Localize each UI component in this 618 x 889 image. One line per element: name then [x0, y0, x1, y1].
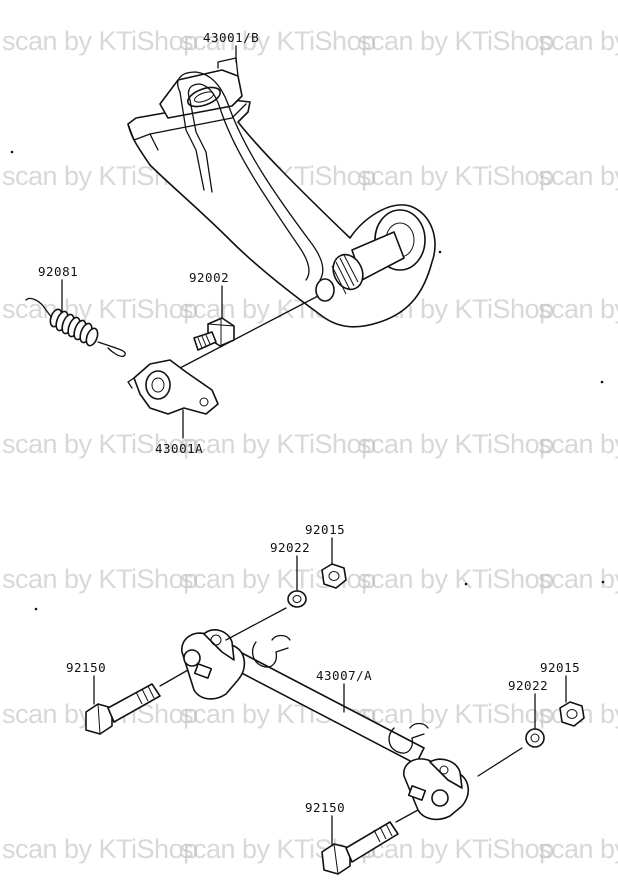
clip-right	[388, 727, 425, 754]
watermark-text: scan by KTiShop	[358, 161, 554, 191]
lever-a	[127, 359, 219, 415]
watermark-text: scan by	[538, 834, 618, 864]
nut-right-hole	[566, 709, 578, 719]
clevis-right-hole	[431, 789, 449, 807]
watermark-text: scan by KTiShop	[2, 564, 198, 594]
washer-left-ring	[287, 590, 307, 608]
watermark-layer: scan by KTiShop scan by KTiShop scan by …	[2, 26, 618, 864]
bolt-upper	[193, 317, 235, 351]
bolt-left-threads	[135, 685, 155, 705]
clevis-left-hole	[183, 649, 201, 667]
watermark-text: scan by KTiShop	[358, 699, 554, 729]
bolt-threads	[197, 334, 211, 349]
bolt-shank	[193, 331, 217, 351]
leader-washer-right	[477, 747, 523, 777]
watermark-text: scan by	[538, 429, 618, 459]
label-rod: 43007/A	[316, 668, 372, 683]
lever-loop-leg	[189, 99, 213, 193]
watermark-text: scan by	[538, 294, 618, 324]
nut-left	[321, 563, 347, 589]
leader-washer-left	[225, 607, 287, 641]
spline-end	[332, 253, 364, 291]
clip-left-tail	[271, 634, 291, 641]
label-nut-right: 92015	[540, 660, 580, 675]
leader-bolt-lower-to-clevis	[395, 809, 419, 823]
clevis-right-ear-hole	[439, 765, 449, 775]
lever-a-boss	[145, 370, 171, 400]
lever-top-tab	[217, 57, 239, 77]
scan-specks	[10, 150, 605, 611]
label-lever-a: 43001A	[155, 441, 203, 456]
washer-right-hole	[530, 733, 540, 743]
label-washer-right: 92022	[508, 678, 548, 693]
watermark-text: scan by KTiShop	[2, 26, 198, 56]
watermark-text: scan by KTiShop	[358, 564, 554, 594]
label-bolt-upper: 92002	[189, 270, 229, 285]
washer-right	[525, 728, 545, 748]
clip-left	[251, 641, 289, 668]
lever-loop-rod-inner	[187, 83, 310, 281]
lever-a-hook	[127, 377, 135, 389]
assembly-leader	[179, 295, 319, 369]
label-bolt-left: 92150	[66, 660, 106, 675]
watermark-text: scan by	[538, 564, 618, 594]
clevis-left-ear-hole	[210, 634, 222, 646]
watermark-text: scan by KTiShop	[358, 26, 554, 56]
bolt-left-head-edge	[97, 703, 101, 735]
lever-loop-rod	[177, 71, 324, 281]
clevis-left-pin	[193, 663, 213, 679]
lever-a-hole	[199, 397, 209, 407]
bolt-left-shank	[107, 683, 161, 723]
label-spring: 92081	[38, 264, 78, 279]
bolt-lower-shank	[345, 821, 399, 863]
washer-right-ring	[525, 728, 545, 748]
label-washer-left: 92022	[270, 540, 310, 555]
nut-right	[559, 701, 585, 727]
bolt-lower-threads	[373, 823, 393, 843]
clevis-right-pin	[407, 785, 427, 801]
watermark-text: scan by KTiShop	[2, 429, 198, 459]
watermark-text: scan by KTiShop	[358, 429, 554, 459]
spring-coil	[49, 308, 99, 347]
spline-teeth	[331, 254, 359, 295]
washer-left-hole	[292, 595, 302, 603]
return-spring	[25, 297, 126, 358]
watermark-text: scan by KTiShop	[180, 26, 376, 56]
watermark-text: scan by KTiShop	[180, 429, 376, 459]
lever-loop-leg	[179, 91, 205, 191]
rod-assembly	[181, 629, 469, 821]
bolt-lower-head-edge	[333, 843, 339, 875]
label-nut-left: 92015	[305, 522, 345, 537]
bolt-left	[85, 683, 161, 735]
lever-a-spline	[151, 377, 165, 393]
washer-left	[287, 590, 307, 608]
label-lever-b: 43001/B	[203, 30, 259, 45]
pedal-lever-b	[127, 57, 436, 328]
spring-hook-right	[97, 341, 126, 358]
spring-hook-left	[25, 297, 53, 319]
nut-left-hole	[328, 571, 340, 581]
bolt-lower	[321, 821, 399, 875]
clip-right-tail	[409, 722, 429, 729]
lever-flange-line	[149, 133, 159, 151]
label-bolt-lower: 92150	[305, 800, 345, 815]
shaft-tip	[315, 278, 335, 302]
bolt-head-facets	[207, 318, 235, 346]
watermark-text: scan by	[538, 26, 618, 56]
watermark-text: scan by KTiShop	[2, 834, 198, 864]
nut-right-body	[559, 701, 585, 727]
leader-bolt-left-to-clevis	[159, 669, 189, 687]
watermark-text: scan by	[538, 161, 618, 191]
